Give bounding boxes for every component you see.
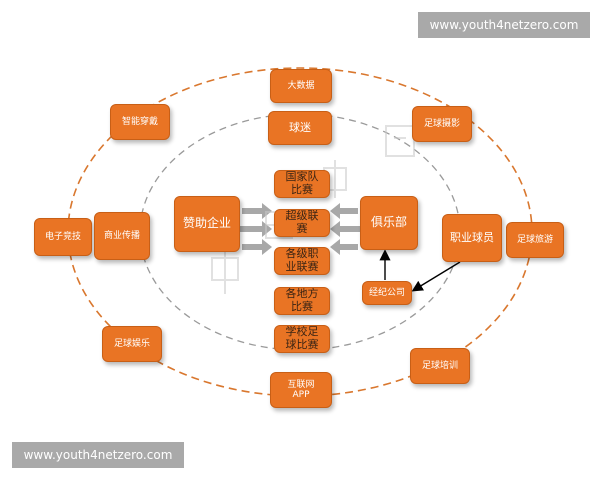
- node-smart-wear: 智能穿戴: [110, 104, 170, 140]
- node-commercial-media: 商业传播: [94, 212, 150, 260]
- node-fans: 球迷: [268, 111, 332, 145]
- player-to-agency-arrow: [411, 261, 461, 292]
- competition-local: 各地方 比赛: [274, 287, 330, 315]
- competition-all-levels: 各级职 业联赛: [274, 247, 330, 275]
- competition-national-team: 国家队 比赛: [274, 170, 330, 198]
- node-big-data: 大数据: [270, 69, 332, 103]
- node-club: 俱乐部: [360, 196, 418, 250]
- sponsor-to-competition-arrows: [240, 203, 272, 255]
- club-to-competition-arrows: [330, 203, 360, 255]
- watermark-top: www.youth4netzero.com: [418, 12, 590, 38]
- node-sponsors: 赞助企业: [174, 196, 240, 252]
- node-esports: 电子竞技: [34, 218, 92, 256]
- node-football-photo: 足球摄影: [412, 106, 472, 142]
- node-pro-players: 职业球员: [442, 214, 502, 262]
- competition-super-league: 超级联 赛: [274, 209, 330, 237]
- competition-school: 学校足 球比赛: [274, 325, 330, 353]
- node-agency: 经纪公司: [362, 281, 412, 305]
- node-football-entertainment: 足球娱乐: [102, 326, 162, 362]
- node-football-travel: 足球旅游: [506, 222, 564, 258]
- watermark-bottom: www.youth4netzero.com: [12, 442, 184, 468]
- node-internet-app: 互联网 APP: [270, 372, 332, 408]
- node-football-training: 足球培训: [410, 348, 470, 384]
